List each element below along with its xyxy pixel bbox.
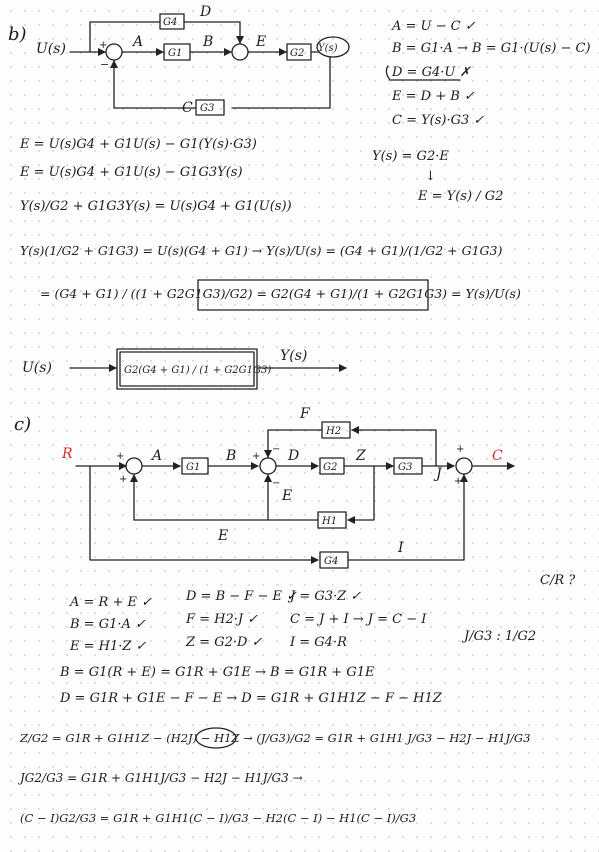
svg-text:B = G1(R + E) = G1R + G1E → B: B = G1(R + E) = G1R + G1E → B = G1R + G1… [59,665,375,680]
svg-text:−: − [272,444,280,455]
svg-text:Y(s)/G2 + G1G3Y(s) = U(s)G4 +: Y(s)/G2 + G1G3Y(s) = U(s)G4 + G1(U(s)) [20,199,292,214]
signal-a: A [131,34,143,50]
svg-text:D = G4·U ✗: D = G4·U ✗ [391,65,471,80]
svg-text:E: E [281,488,292,504]
signal-d: D [199,4,211,20]
svg-text:+: + [119,474,127,485]
input-r: R [61,446,73,462]
summing-junction-c1 [125,457,143,475]
svg-text:J/G3 : 1/G2: J/G3 : 1/G2 [461,629,536,644]
signal-equations-b: A = U − C ✓ B = G1·A → B = G1·(U(s) − C)… [372,19,591,204]
svg-text:G4: G4 [163,17,177,28]
svg-text:−: − [100,58,109,71]
signal-equations-c: A = R + E ✓ B = G1·A ✓ E = H1·Z ✓ D = B … [69,589,536,654]
svg-text:G3: G3 [200,103,214,114]
svg-text:B = G1·A ✓: B = G1·A ✓ [69,617,146,632]
signal-d-c: D [287,448,299,464]
signal-e: E [255,34,266,50]
derivation-b: E = U(s)G4 + G1U(s) − G1(Y(s)·G3) E = U(… [19,137,521,311]
svg-text:+: + [252,451,260,462]
output-y: Y(s) [318,43,338,54]
svg-text:E = H1·Z ✓: E = H1·Z ✓ [69,639,147,654]
svg-text:H2: H2 [325,426,341,437]
signal-b: B [202,34,213,50]
svg-text:G2: G2 [290,48,304,59]
svg-text:J = G3·Z ✓: J = G3·Z ✓ [287,589,361,604]
svg-text:U(s): U(s) [22,360,52,376]
svg-text:Z = G2·D ✓: Z = G2·D ✓ [185,635,263,650]
svg-text:+: + [99,40,107,51]
svg-text:Z/G2 = G1R + G1H1Z − (H2J) − H: Z/G2 = G1R + G1H1Z − (H2J) − H1Z → (J/G3… [19,731,530,745]
transfer-function-b: G2(G4 + G1) / (1 + G2G1G3) [124,365,271,376]
svg-text:Y(s)(1/G2 + G1G3) = U(s)(G4 +: Y(s)(1/G2 + G1G3) = U(s)(G4 + G1) → Y(s)… [20,243,502,258]
svg-text:F = H2·J ✓: F = H2·J ✓ [185,612,258,627]
derivation-c: B = G1(R + E) = G1R + G1E → B = G1R + G1… [17,665,530,825]
svg-text:G4: G4 [324,556,338,567]
svg-text:+: + [454,476,462,487]
svg-text:Y(s): Y(s) [280,348,307,364]
svg-text:D = B − F − E ✓: D = B − F − E ✓ [185,589,297,604]
svg-text:+: + [456,444,464,455]
input-u: U(s) [36,41,66,57]
svg-text:= (G4 + G1) / ((1 + G2G1G3)/G2: = (G4 + G1) / ((1 + G2G1G3)/G2) = G2(G4 … [40,286,521,301]
svg-text:G3: G3 [398,462,412,473]
summing-junction-c2 [259,457,277,475]
svg-text:E = D + B ✓: E = D + B ✓ [391,89,475,104]
svg-text:A = U − C ✓: A = U − C ✓ [391,19,476,34]
signal-f-c: F [299,406,311,422]
svg-text:E = Y(s) / G2: E = Y(s) / G2 [417,189,503,204]
svg-text:↓: ↓ [425,169,436,184]
signal-i-c: I [397,540,404,556]
svg-text:H1: H1 [321,516,337,527]
signal-e-c: E [217,528,228,544]
summing-junction-2 [231,43,249,61]
signal-j-c: J [433,466,443,482]
signal-b-c: B [225,448,236,464]
svg-text:C = J + I → J = C − I: C = J + I → J = C − I [290,612,427,627]
svg-text:G2: G2 [323,462,337,473]
question-c-over-r: C/R ? [540,573,576,588]
svg-text:JG2/G3 = G1R + G1H1J/G3 − H2J: JG2/G3 = G1R + G1H1J/G3 − H2J − H1J/G3 → [17,771,303,785]
svg-text:I = G4·R: I = G4·R [289,635,347,650]
svg-text:G1: G1 [186,462,200,473]
block-diagram-b: U(s) + − A G1 B G4 D E G2 Y(s) G3 C [36,4,350,116]
svg-text:E = U(s)G4 + G1U(s) − G1(Y(s)·: E = U(s)G4 + G1U(s) − G1(Y(s)·G3) [19,137,257,152]
summing-junction-c3 [455,457,473,475]
svg-text:A = R + E ✓: A = R + E ✓ [69,595,152,610]
signal-a-c: A [150,448,162,464]
svg-text:E = U(s)G4 + G1U(s) − G1G3Y(s): E = U(s)G4 + G1U(s) − G1G3Y(s) [19,165,243,180]
svg-text:G1: G1 [168,48,182,59]
svg-text:B = G1·A → B = G1·(U(s) − C): B = G1·A → B = G1·(U(s) − C) [391,41,591,56]
part-b-label: b) [8,24,27,45]
svg-text:(C − I)G2/G3 = G1R + G1H1(C −: (C − I)G2/G3 = G1R + G1H1(C − I)/G3 − H2… [20,811,416,825]
svg-text:+: + [116,451,124,462]
block-diagram-c: R + + A G1 B + − − D G2 Z G3 J + + C H2 … [61,406,515,569]
part-c-label: c) [14,414,31,435]
svg-text:Y(s) = G2·E: Y(s) = G2·E [372,149,449,164]
output-c: C [492,448,503,464]
signal-z-c: Z [355,448,366,464]
final-block-b: U(s) G2(G4 + G1) / (1 + G2G1G3) Y(s) [22,348,347,390]
svg-text:−: − [272,478,280,489]
svg-text:D = G1R + G1E − F − E → D = G1: D = G1R + G1E − F − E → D = G1R + G1H1Z … [59,691,443,706]
svg-text:C = Y(s)·G3 ✓: C = Y(s)·G3 ✓ [392,113,484,128]
